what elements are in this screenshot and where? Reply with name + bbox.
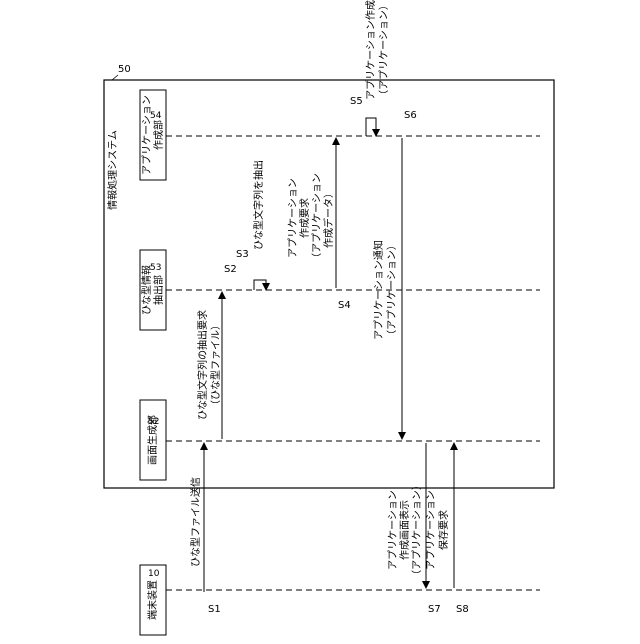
svg-text:（アプリケーション）: （アプリケーション）: [386, 240, 398, 340]
system-title: 情報処理システム: [106, 130, 119, 210]
svg-text:情報処理システム: 情報処理システム: [106, 130, 119, 210]
svg-text:アプリケーション作成: アプリケーション作成: [365, 0, 377, 100]
s3-label: ひな型文字列を抽出: [252, 160, 265, 250]
appgen-ref: 54: [150, 111, 162, 121]
s6-label: アプリケーション通知 （アプリケーション）: [372, 240, 398, 340]
s7-id: S7: [428, 604, 441, 615]
system-boundary: [104, 80, 554, 488]
s5-label: アプリケーション作成 （アプリケーション）: [365, 0, 390, 100]
svg-text:ひな型文字列を抽出: ひな型文字列を抽出: [252, 160, 265, 250]
extract-ref: 53: [150, 263, 161, 273]
svg-text:（ひな型ファイル）: （ひな型ファイル）: [209, 320, 222, 410]
svg-text:アプリケーション通知: アプリケーション通知: [372, 240, 385, 340]
svg-text:端末装置: 端末装置: [146, 580, 159, 620]
s1-id: S1: [208, 604, 221, 615]
svg-text:作成要求: 作成要求: [299, 198, 311, 238]
svg-text:ひな型ファイル送信: ひな型ファイル送信: [189, 477, 202, 567]
arrow-s5: [366, 118, 376, 136]
s2-id: S2: [224, 264, 237, 275]
s4-id: S4: [338, 300, 351, 311]
svg-text:アプリケーション: アプリケーション: [387, 490, 399, 570]
s2-label: ひな型文字列の抽出要求 （ひな型ファイル）: [196, 310, 222, 420]
svg-text:保存要求: 保存要求: [437, 510, 450, 550]
svg-text:作成画面表示: 作成画面表示: [398, 500, 411, 560]
s6-id: S6: [404, 110, 417, 121]
svg-text:抽出部: 抽出部: [152, 275, 165, 305]
svg-text:アプリケーション: アプリケーション: [287, 178, 299, 258]
s8-id: S8: [456, 604, 469, 615]
svg-text:アプリケーション: アプリケーション: [141, 95, 153, 175]
svg-text:（アプリケーション: （アプリケーション: [311, 173, 323, 263]
screen-ref: 52: [148, 417, 159, 427]
s1-label: ひな型ファイル送信: [189, 477, 202, 567]
svg-text:アプリケーション: アプリケーション: [425, 490, 437, 570]
svg-text:（アプリケーション）: （アプリケーション）: [378, 0, 390, 100]
s5-id: S5: [350, 96, 363, 107]
svg-text:（アプリケーション）: （アプリケーション）: [411, 480, 423, 580]
terminal-ref: 10: [148, 569, 160, 579]
svg-text:ひな型文字列の抽出要求: ひな型文字列の抽出要求: [196, 310, 209, 420]
system-ref: 50: [118, 64, 131, 75]
s7-label: アプリケーション 作成画面表示 （アプリケーション）: [387, 480, 423, 580]
arrow-s3: [254, 280, 266, 290]
s8-label: アプリケーション 保存要求: [425, 490, 450, 570]
terminal-name: 端末装置: [146, 580, 159, 620]
s4-label: アプリケーション 作成要求 （アプリケーション 作成データ）: [287, 173, 335, 263]
s3-id: S3: [236, 249, 249, 260]
svg-text:作成データ）: 作成データ）: [322, 188, 335, 248]
svg-text:作成部: 作成部: [152, 120, 165, 150]
